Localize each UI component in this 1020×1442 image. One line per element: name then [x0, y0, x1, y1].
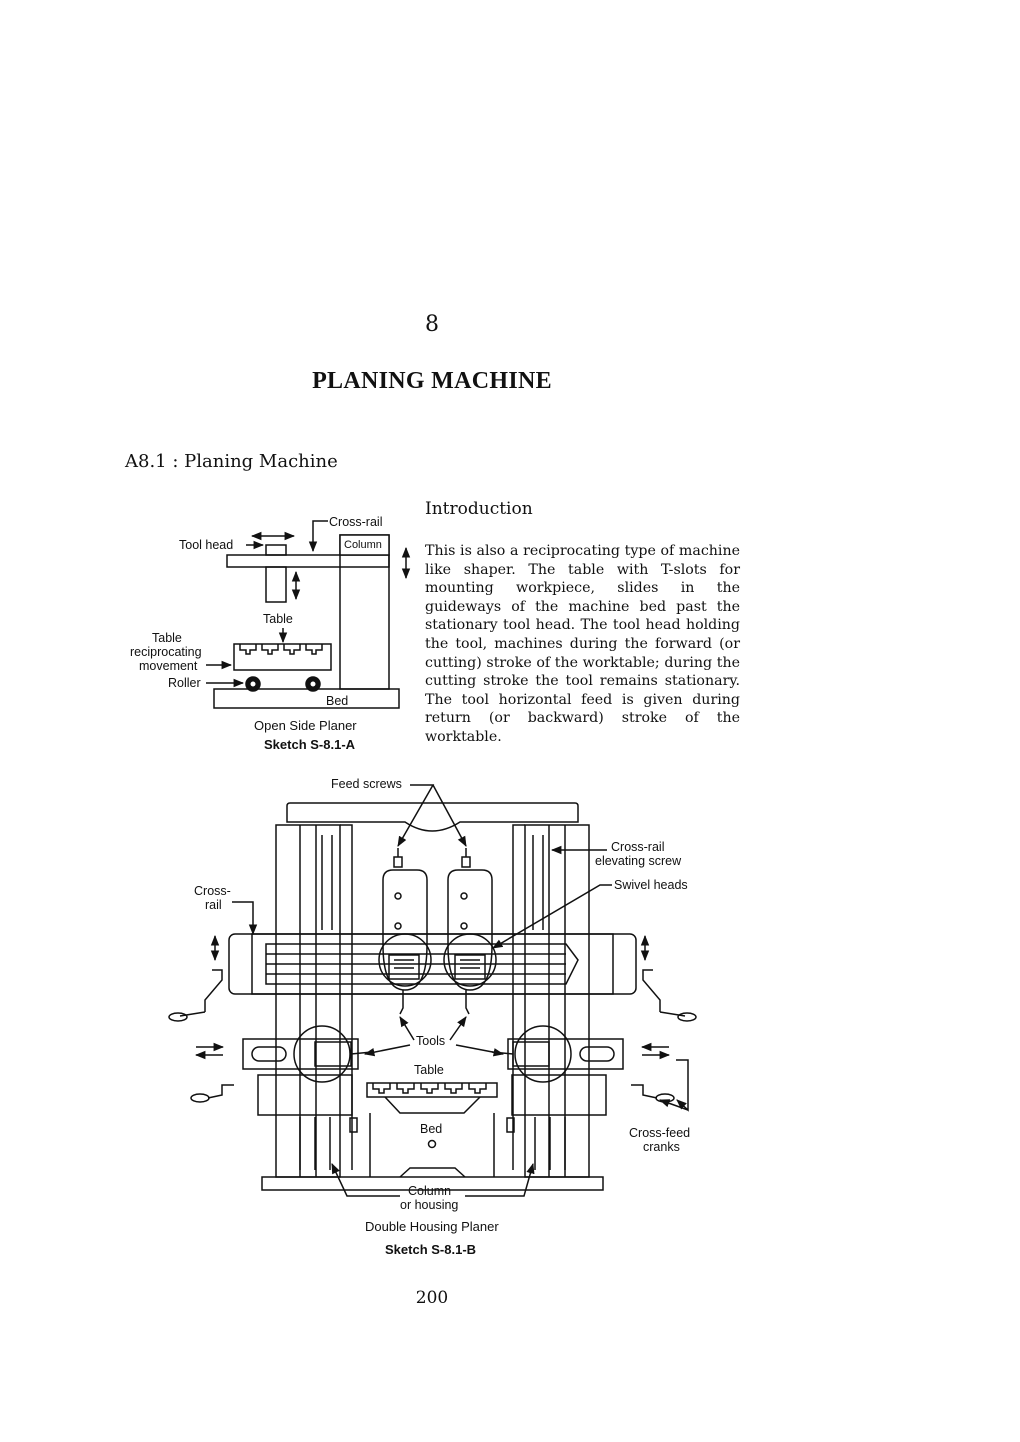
page-number: 200	[415, 1288, 449, 1308]
sketch-a-id: Sketch S-8.1-A	[264, 737, 356, 752]
label-column-2: or housing	[400, 1198, 458, 1212]
label-cross-rail: Cross-rail	[329, 515, 382, 529]
introduction-paragraph: This is also a reciprocating type of mac…	[425, 543, 740, 745]
label-table-b: Table	[414, 1063, 444, 1077]
double-housing-planer-drawing	[168, 784, 697, 1197]
sketch-b-caption: Double Housing Planer	[365, 1219, 499, 1234]
label-tool-head: Tool head	[179, 538, 233, 552]
sketch-b-id: Sketch S-8.1-B	[385, 1242, 476, 1257]
open-side-planer-drawing	[206, 520, 411, 709]
label-roller: Roller	[168, 676, 201, 690]
label-table-movement-2: reciprocating	[130, 645, 202, 659]
label-column: Column	[344, 539, 382, 551]
label-swivel-heads: Swivel heads	[614, 878, 688, 892]
label-bed-b: Bed	[420, 1122, 442, 1136]
section-heading: A8.1 : Planing Machine	[125, 451, 338, 472]
label-cross-rail-2: rail	[205, 898, 222, 912]
label-cross-feed-1: Cross-feed	[629, 1126, 690, 1140]
label-cross-rail-elevating-1: Cross-rail	[611, 840, 664, 854]
chapter-title: PLANING MACHINE	[312, 368, 552, 394]
label-table-movement-1: Table	[152, 631, 182, 645]
sketch-a-caption: Open Side Planer	[254, 718, 357, 733]
label-tools: Tools	[416, 1034, 445, 1048]
label-cross-feed-2: cranks	[643, 1140, 680, 1154]
label-feed-screws: Feed screws	[331, 777, 402, 791]
label-column-1: Column	[408, 1184, 451, 1198]
label-table-movement-3: movement	[139, 659, 198, 673]
introduction-heading: Introduction	[425, 499, 533, 519]
label-cross-rail-1: Cross-	[194, 884, 231, 898]
label-cross-rail-elevating-2: elevating screw	[595, 854, 682, 868]
label-table: Table	[263, 612, 293, 626]
chapter-number: 8	[425, 312, 439, 337]
label-bed: Bed	[326, 694, 348, 708]
double-housing-planer-labels: Feed screws Cross-rail elevating screw S…	[194, 777, 690, 1257]
open-side-planer-labels: Cross-rail Tool head Column Table Table …	[130, 515, 382, 752]
